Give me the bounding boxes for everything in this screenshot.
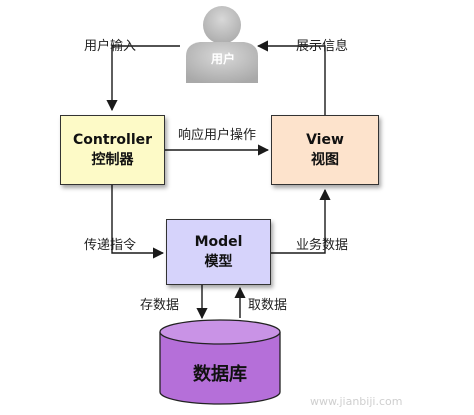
edge-view-to-user — [256, 40, 326, 115]
edge-user-to-controller — [106, 45, 180, 112]
edge-controller-to-model — [111, 185, 165, 259]
edge-model-to-view — [271, 188, 331, 254]
edge-label-business-data: 业务数据 — [296, 238, 349, 253]
controller-subtitle: 控制器 — [91, 152, 134, 168]
model-subtitle: 模型 — [204, 254, 233, 270]
database-cylinder — [159, 319, 281, 405]
view-box: View 视图 — [271, 115, 379, 185]
edge-label-store-data: 存数据 — [140, 298, 180, 313]
watermark: www.jianbiji.com — [310, 395, 403, 408]
controller-box: Controller 控制器 — [60, 115, 165, 185]
edge-label-show-info: 展示信息 — [296, 39, 349, 54]
user-label: 用户 — [210, 52, 235, 66]
edge-label-respond-action: 响应用户操作 — [178, 128, 257, 143]
view-subtitle: 视图 — [311, 152, 339, 168]
model-title: Model — [194, 234, 243, 250]
edge-label-pass-command: 传递指令 — [84, 238, 137, 253]
user-icon — [186, 6, 258, 83]
edge-label-user-input: 用户输入 — [84, 39, 137, 54]
database-label: 数据库 — [193, 364, 247, 385]
controller-title: Controller — [72, 132, 153, 148]
model-box: Model 模型 — [166, 219, 271, 285]
edge-label-fetch-data: 取数据 — [248, 298, 288, 313]
view-title: View — [306, 132, 344, 148]
